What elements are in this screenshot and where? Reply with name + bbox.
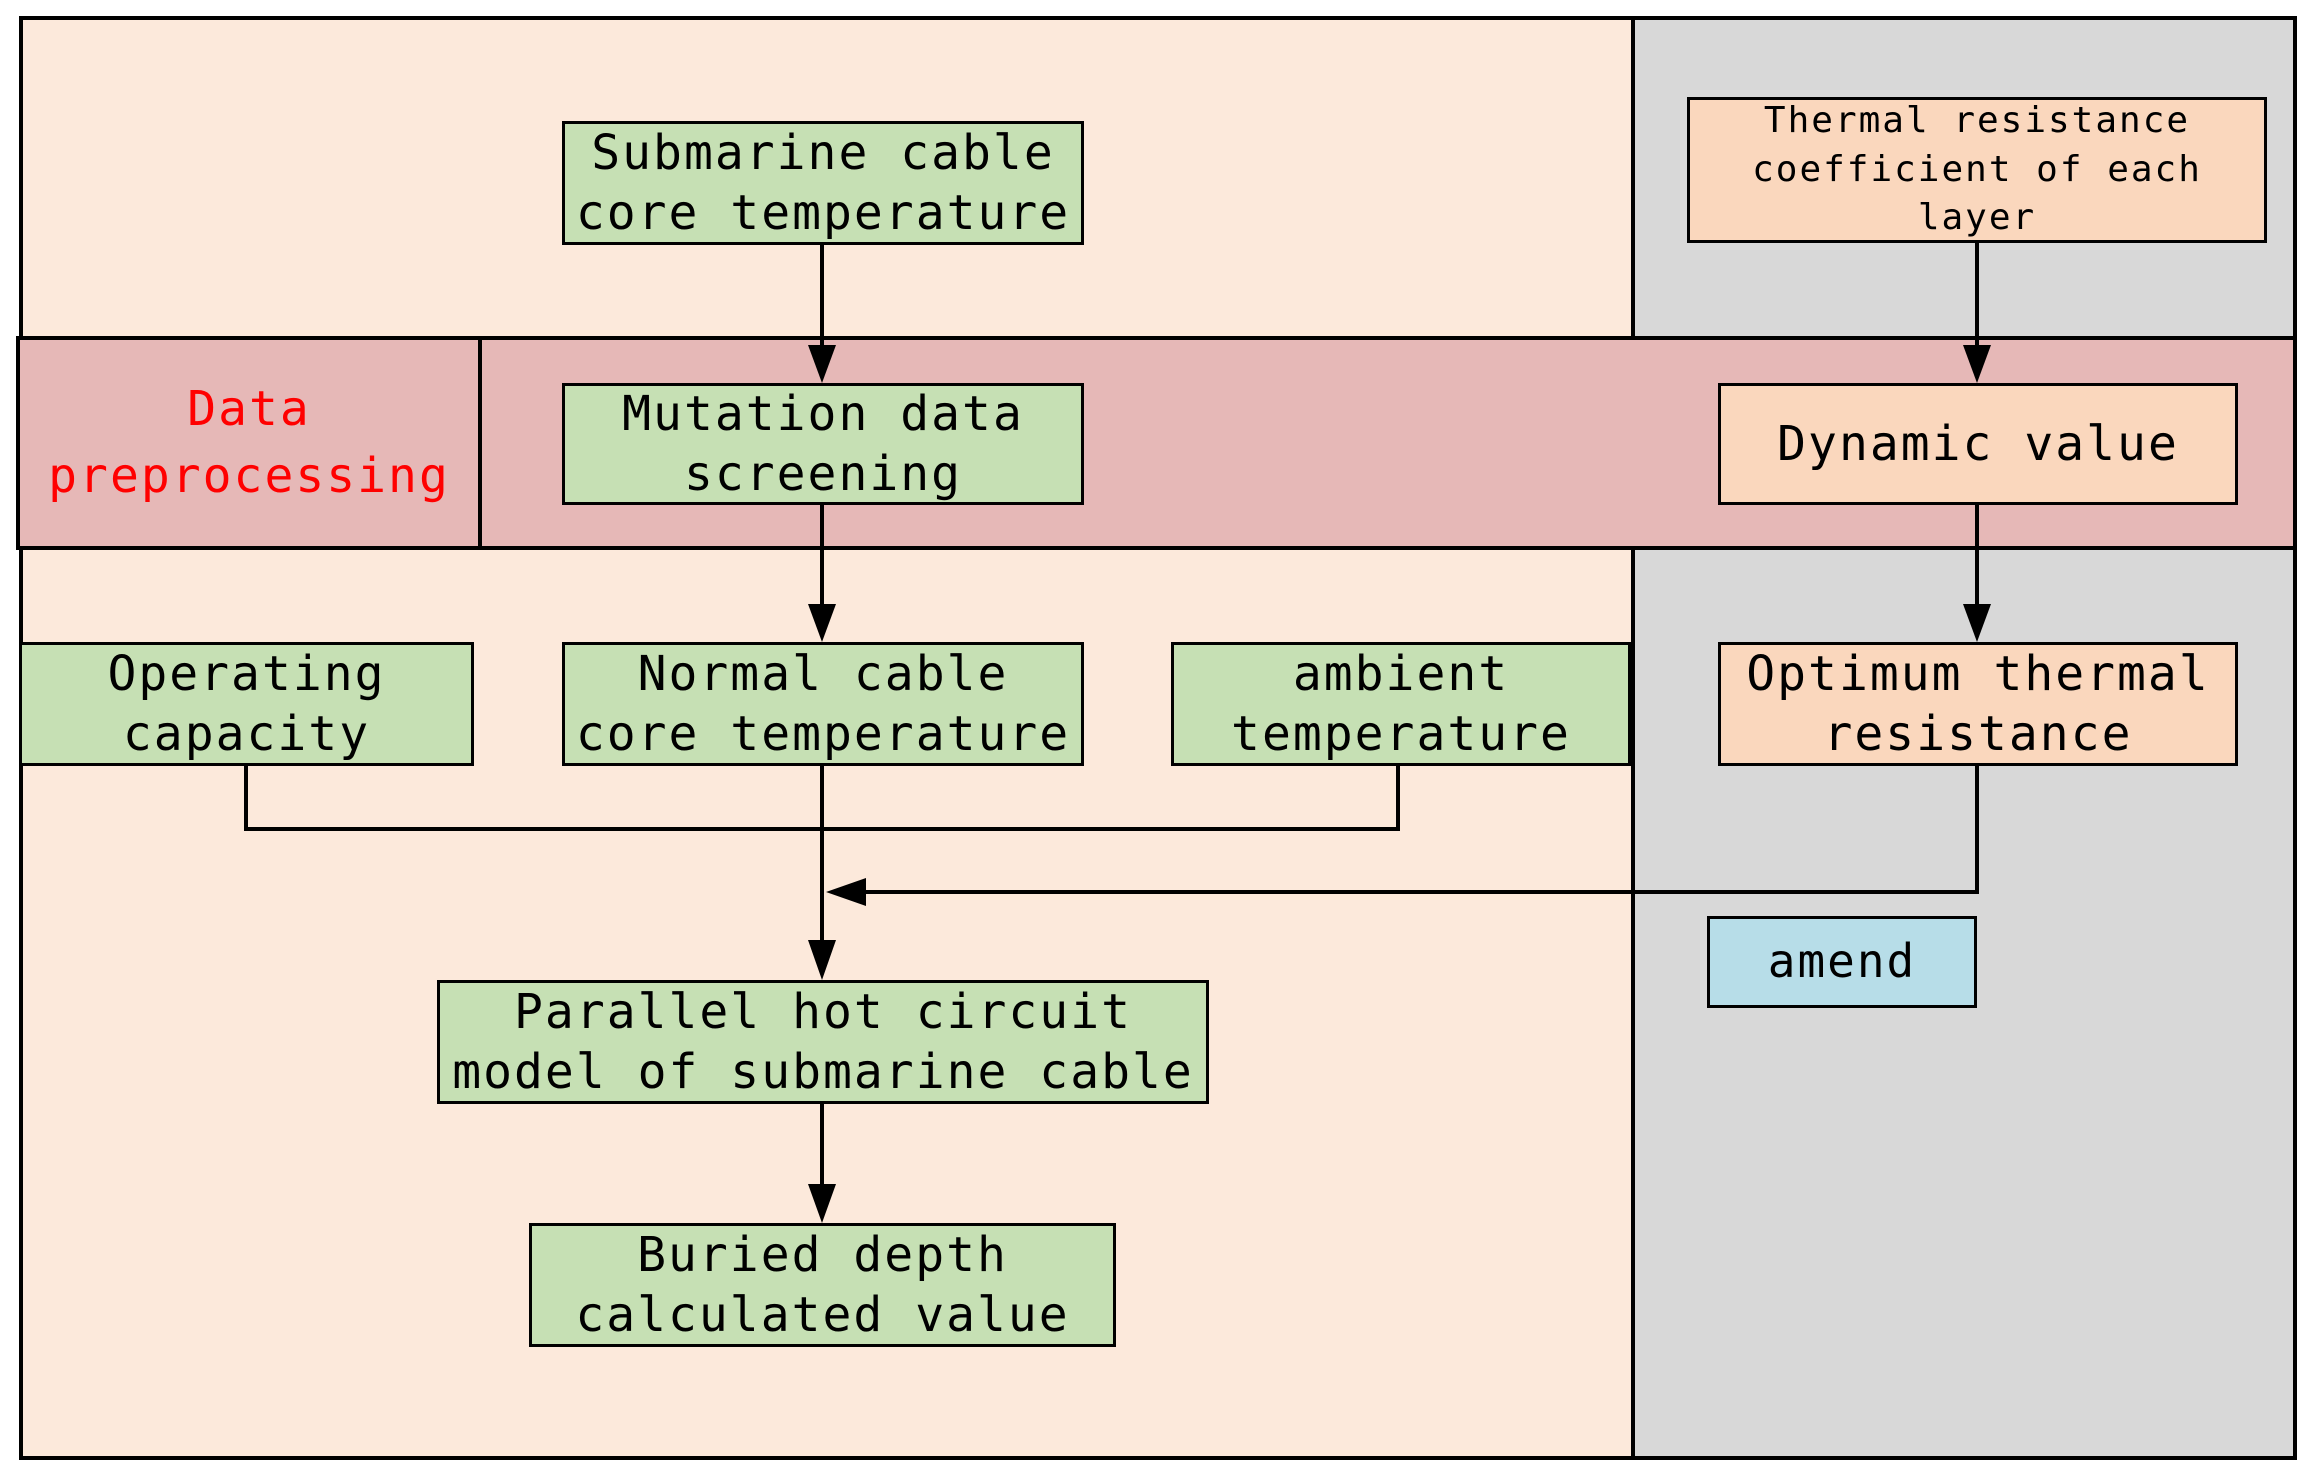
band-divider xyxy=(478,336,482,550)
node-submarine-cable-core-temperature: Submarine cable core temperature xyxy=(562,121,1084,245)
node-amend: amend xyxy=(1707,916,1977,1008)
node-thermal-resistance-coefficient: Thermal resistance coefficient of each l… xyxy=(1687,97,2267,243)
node-dynamic-value: Dynamic value xyxy=(1718,383,2238,505)
data-preprocessing-label: Data preprocessing xyxy=(48,380,450,504)
node-parallel-hot-circuit-model: Parallel hot circuit model of submarine … xyxy=(437,980,1209,1104)
node-normal-cable-core-temperature: Normal cable core temperature xyxy=(562,642,1084,766)
node-buried-depth-calculated-value: Buried depth calculated value xyxy=(529,1223,1116,1347)
node-optimum-thermal-resistance: Optimum thermal resistance xyxy=(1718,642,2238,766)
node-mutation-data-screening: Mutation data screening xyxy=(562,383,1084,505)
node-ambient-temperature: ambient temperature xyxy=(1171,642,1631,766)
node-operating-capacity: Operating capacity xyxy=(19,642,474,766)
